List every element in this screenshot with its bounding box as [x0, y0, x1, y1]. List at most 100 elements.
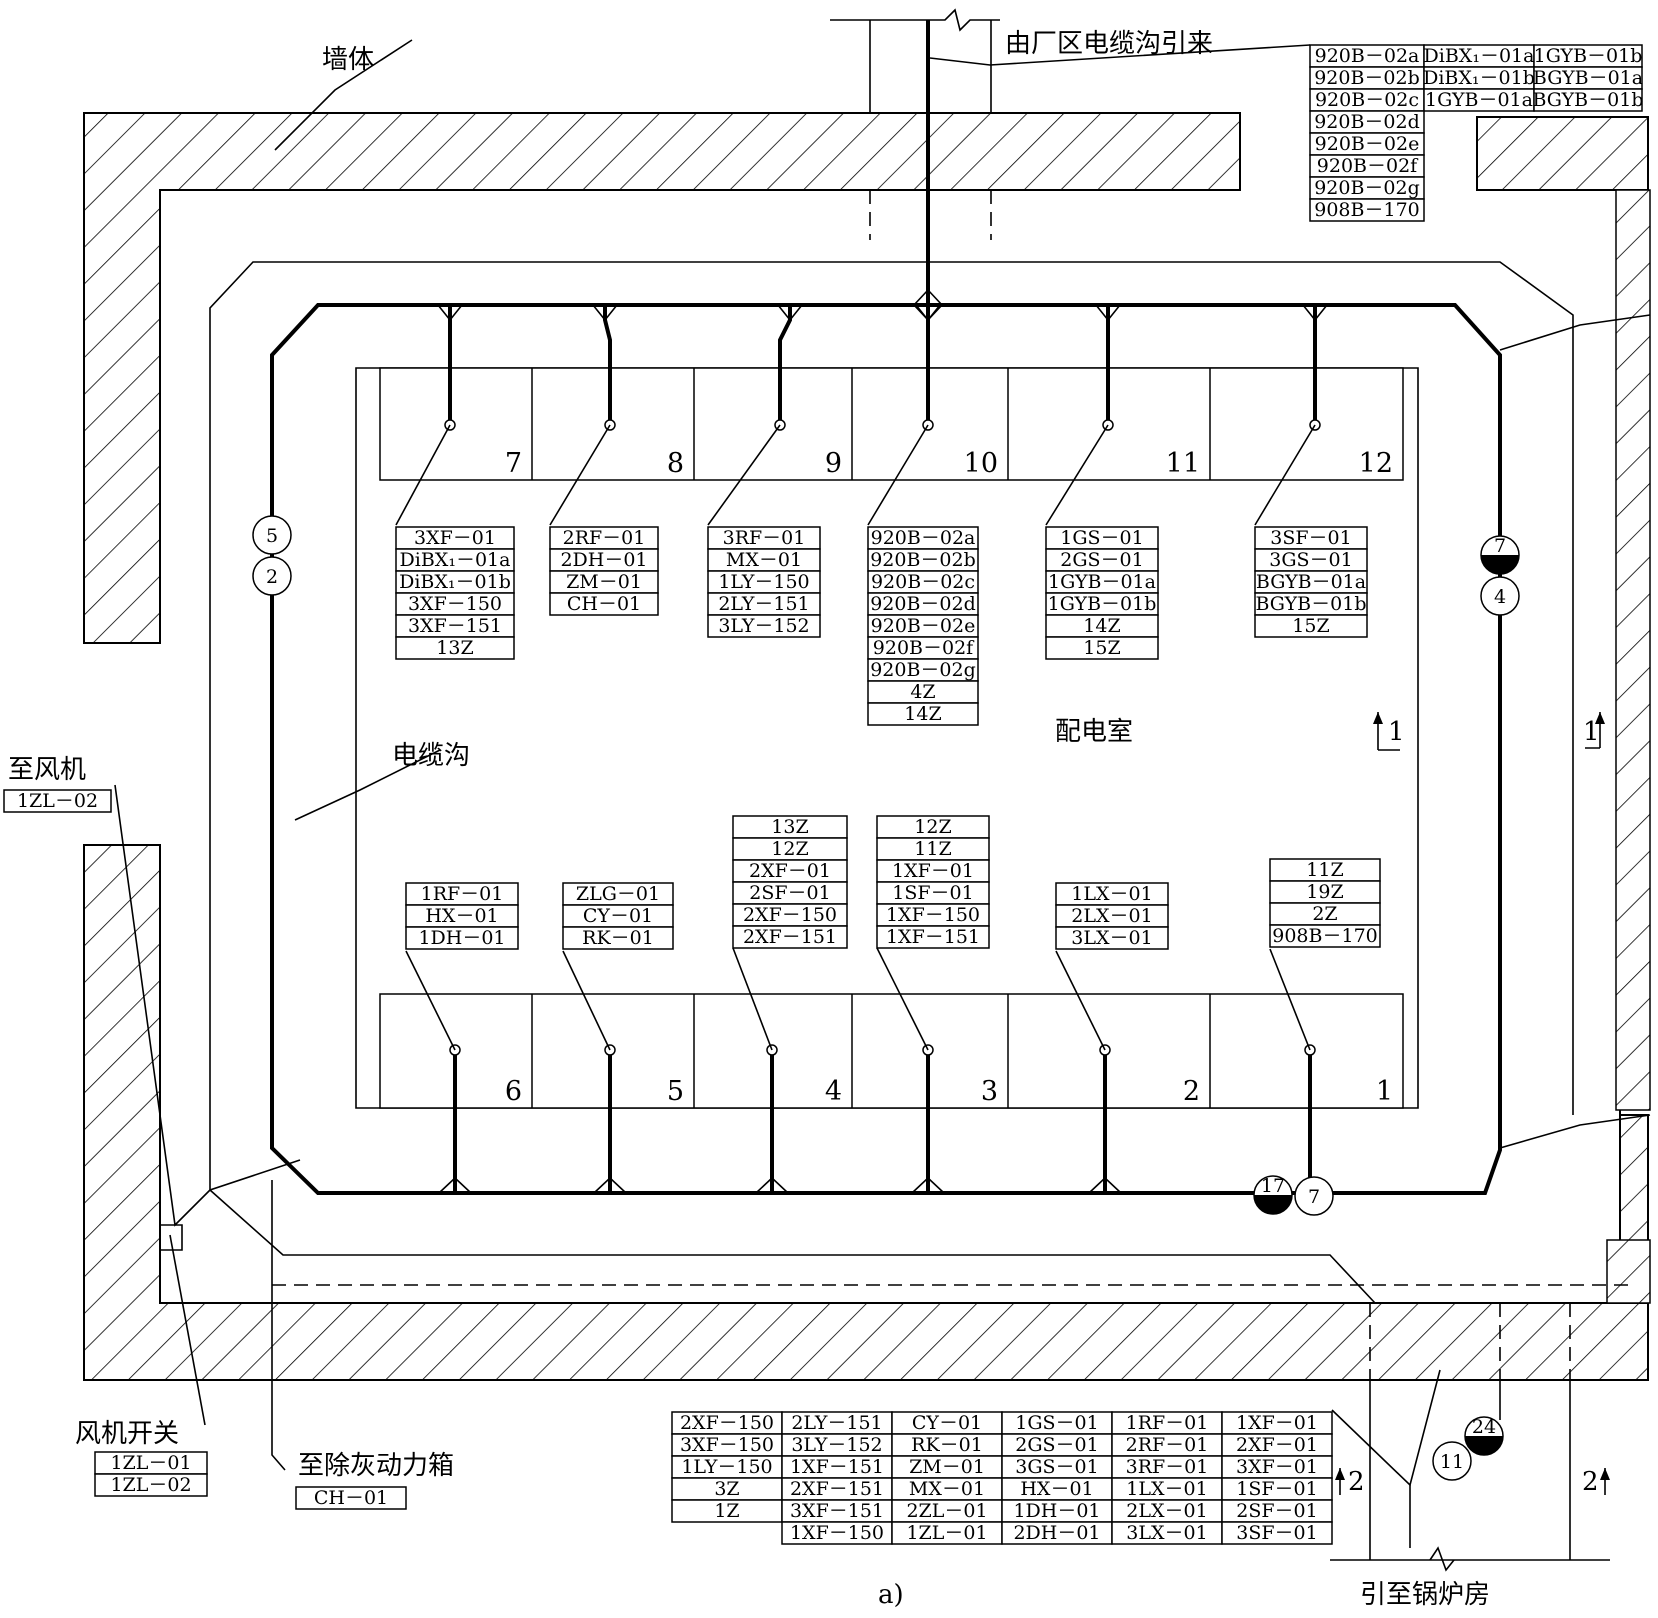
wall	[83, 112, 1651, 1381]
cabinet-number: 5	[667, 1076, 684, 1107]
cable-id: ZLG－01	[576, 883, 660, 905]
cable-id: 14Z	[904, 703, 941, 725]
table-cell	[562, 926, 674, 950]
junction-mark	[1088, 1176, 1122, 1194]
section-mark-label: 1	[1388, 717, 1405, 747]
trench-label: 电缆沟	[392, 741, 470, 771]
cabinet-frame	[379, 993, 1404, 1109]
fan-switch-label: 风机开关	[75, 1419, 179, 1449]
cable-id: 4Z	[910, 681, 935, 703]
cable-id: 920B－02e	[871, 615, 976, 637]
cable-id: 1GYB－01a	[1425, 89, 1533, 111]
table-cell	[732, 925, 848, 949]
cable-list-table: CH－01	[295, 1486, 407, 1510]
section-mark-label: 2	[1348, 1467, 1365, 1497]
junction-mark	[592, 304, 618, 322]
marker-label: 7	[1308, 1186, 1320, 1208]
cable-marker: 7	[1294, 1176, 1334, 1216]
table-cell	[1269, 924, 1381, 948]
marker-label: 17	[1261, 1175, 1285, 1197]
table-cell	[1045, 636, 1159, 660]
table-cell	[94, 1473, 208, 1497]
cable-id: RK－01	[582, 927, 654, 949]
cable-id: 1LY－150	[681, 1456, 772, 1478]
cable-id: 3LY－152	[718, 615, 809, 637]
cabinet-number: 4	[825, 1076, 842, 1107]
cable-id: 2DH－01	[560, 549, 647, 571]
table-cell	[295, 1486, 407, 1510]
cable-id: BGYB－01b	[1255, 593, 1366, 615]
cable-id: 1SF－01	[892, 882, 973, 904]
cabinet-frame	[379, 367, 1404, 481]
cable-id: 3SF－01	[1270, 527, 1351, 549]
cable-id: 2GS－01	[1015, 1434, 1098, 1456]
cable-id: 920B－02g	[1314, 177, 1420, 199]
cabinet-number: 10	[964, 448, 998, 479]
leader-line	[707, 424, 781, 526]
cable-id: BGYB－01a	[1533, 67, 1643, 89]
cable-id: 1Z	[714, 1500, 739, 1522]
junction-mark	[1095, 304, 1121, 322]
junction-mark	[755, 1176, 789, 1194]
cable-id: 1GYB－01a	[1048, 571, 1156, 593]
cable-id: DiBX₁－01b	[1423, 67, 1535, 89]
table-cell	[395, 636, 515, 660]
leader-line	[549, 424, 611, 526]
section-mark: 2	[1335, 1467, 1365, 1497]
cable-marker-half-filled: 7	[1480, 535, 1520, 575]
cabinet-number: 1	[1376, 1076, 1393, 1107]
cable-marker: 4	[1480, 576, 1520, 616]
table-cell	[1254, 614, 1368, 638]
cable-id: 2XF－150	[743, 904, 837, 926]
cable-id: 1GS－01	[1060, 527, 1143, 549]
cabinet-number: 8	[667, 448, 684, 479]
cable-id: 3SF－01	[1236, 1522, 1317, 1544]
cabinet-number: 6	[505, 1076, 522, 1107]
incoming-label: 由厂区电缆沟引来	[1005, 29, 1213, 59]
cable-id: 11Z	[1306, 859, 1343, 881]
leader-line	[405, 950, 456, 1051]
cable-id: 920B－02c	[1315, 89, 1419, 111]
section-mark: 1	[1373, 712, 1405, 751]
cable-id: 2GS－01	[1060, 549, 1143, 571]
wall-label: 墙体	[322, 45, 374, 75]
cable-id: 3GS－01	[1269, 549, 1352, 571]
cable-id: 3XF－150	[680, 1434, 774, 1456]
cable-id: DiBX₁－01a	[1424, 45, 1535, 67]
table-cell	[405, 926, 519, 950]
section-mark-label: 1	[1583, 717, 1600, 747]
cable-id: 1DH－01	[418, 927, 505, 949]
cable-id: 3XF－151	[408, 615, 502, 637]
cable-id: 920B－02g	[870, 659, 976, 681]
cable-id: 920B－02c	[871, 571, 975, 593]
cable-id: DiBX₁－01a	[400, 549, 511, 571]
leader-line	[867, 424, 929, 526]
cable-id: HX－01	[1020, 1478, 1093, 1500]
table-cell	[3, 789, 112, 813]
junction-mark	[777, 304, 803, 322]
marker-label: 4	[1494, 586, 1506, 608]
cable-id: 2Z	[1312, 903, 1337, 925]
cable-id: 1XF－151	[790, 1456, 884, 1478]
cable-id: 1DH－01	[1013, 1500, 1100, 1522]
section-mark: 1	[1583, 712, 1605, 749]
to-boiler-label: 引至锅炉房	[1360, 1580, 1490, 1610]
cable-id: 12Z	[771, 838, 808, 860]
cable-id: 920B－02d	[870, 593, 976, 615]
cable-id: HX－01	[425, 905, 498, 927]
cable-id: 3LX－01	[1071, 927, 1152, 949]
cable-id: 13Z	[436, 637, 473, 659]
cable-id: 1ZL－01	[110, 1452, 191, 1474]
cable-id: DiBX₁－01b	[399, 571, 511, 593]
